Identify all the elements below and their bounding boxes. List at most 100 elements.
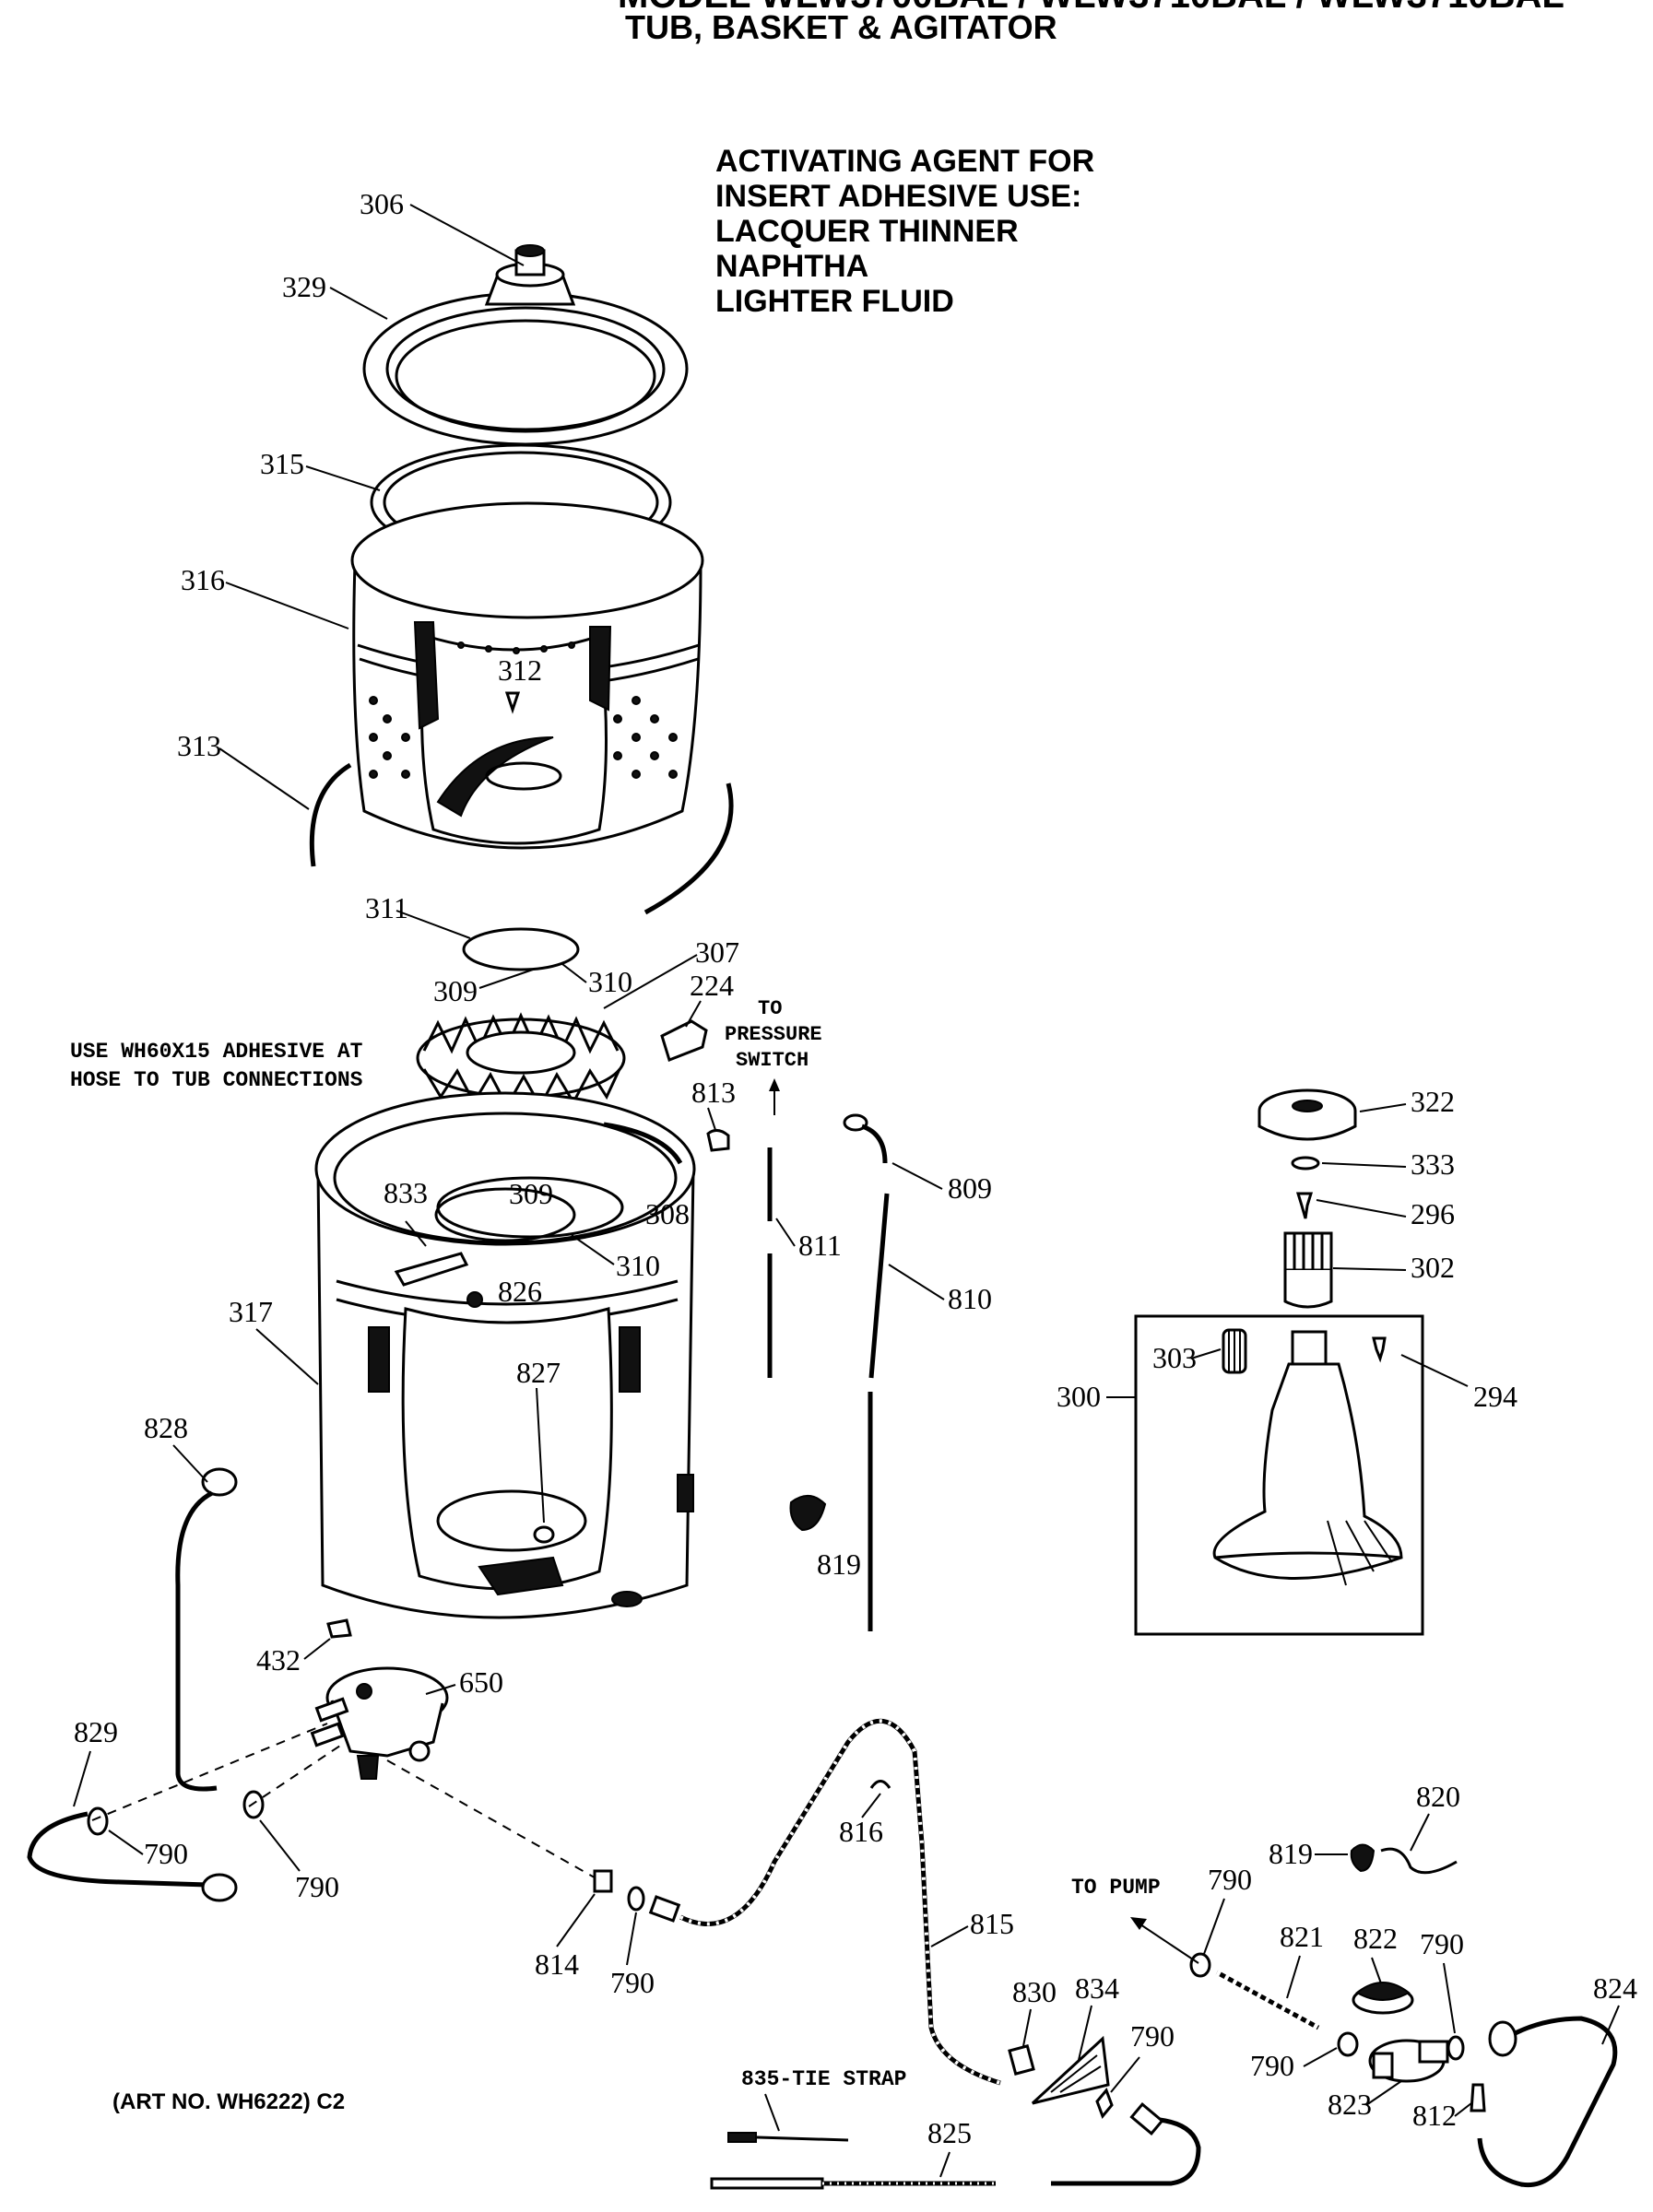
adhesive-note-1: USE WH60X15 ADHESIVE AT	[70, 1040, 363, 1064]
grommet-813	[706, 1129, 730, 1152]
agitator-cap-322	[1257, 1088, 1357, 1141]
funnel-834	[1031, 2035, 1110, 2105]
label-822: 822	[1353, 1922, 1398, 1955]
seal-333	[1291, 1156, 1320, 1171]
note-line-4: NAPHTHA	[715, 249, 868, 284]
outer-tub-317	[314, 1091, 696, 1619]
label-813: 813	[691, 1076, 736, 1109]
agitator-300	[1212, 1330, 1403, 1586]
label-812: 812	[1412, 2099, 1457, 2132]
label-815: 815	[970, 1907, 1014, 1940]
label-432: 432	[256, 1643, 301, 1677]
label-311: 311	[365, 891, 408, 924]
label-829: 829	[74, 1715, 118, 1748]
to-pump-label: TO PUMP	[1071, 1876, 1161, 1900]
art-number: (ART NO. WH6222) C2	[112, 2089, 345, 2114]
label-820: 820	[1416, 1780, 1460, 1813]
label-315: 315	[260, 447, 304, 480]
fitting-814	[593, 1869, 613, 1893]
tube-810	[868, 1193, 890, 1631]
model-line: MODEL WLW3700BAL / WLW3710BAL / WLW3710B…	[618, 0, 1564, 16]
adhesive-note-2: HOSE TO TUB CONNECTIONS	[70, 1068, 363, 1092]
label-833: 833	[384, 1176, 428, 1209]
clamp-790-e	[1189, 1952, 1211, 1978]
label-823: 823	[1328, 2088, 1372, 2121]
label-300: 300	[1057, 1380, 1101, 1413]
cap-822	[1352, 1982, 1414, 2015]
valve-650	[310, 1666, 449, 1780]
label-819-center: 819	[817, 1547, 861, 1581]
hose-825	[710, 2101, 1201, 2190]
fitting-830	[1008, 2044, 1035, 2076]
label-809: 809	[948, 1171, 992, 1205]
agitator-box	[1134, 1314, 1424, 1636]
tie-strap-label: 835-TIE STRAP	[741, 2067, 906, 2091]
plug-826	[466, 1291, 483, 1308]
label-790-b: 790	[295, 1870, 339, 1903]
pressure-note-1: TO	[758, 997, 782, 1020]
part-224	[660, 1019, 708, 1062]
label-650: 650	[459, 1665, 503, 1699]
clip-816	[869, 1780, 891, 1789]
label-790-f: 790	[1420, 1927, 1464, 1960]
tube-809	[843, 1113, 888, 1164]
note-line-3: LACQUER THINNER	[715, 214, 1019, 249]
label-790-a: 790	[144, 1837, 188, 1870]
label-310-lower: 310	[616, 1249, 660, 1282]
fitting-823	[1368, 2039, 1449, 2083]
part-303	[1222, 1328, 1247, 1374]
part-432	[326, 1618, 352, 1639]
activating-agent-note: ACTIVATING AGENT FOR INSERT ADHESIVE USE…	[715, 144, 1094, 319]
note-line-5: LIGHTER FLUID	[715, 284, 954, 319]
label-828: 828	[144, 1411, 188, 1444]
label-826: 826	[498, 1275, 542, 1308]
label-224: 224	[690, 969, 734, 1002]
label-790-c: 790	[610, 1966, 655, 1999]
wash-basket	[350, 501, 704, 850]
label-302: 302	[1411, 1251, 1455, 1284]
label-834: 834	[1075, 1971, 1119, 2005]
label-322: 322	[1411, 1085, 1455, 1118]
label-824: 824	[1593, 1971, 1637, 2005]
pressure-note-3: SWITCH	[736, 1049, 809, 1072]
basket-strip	[309, 762, 734, 915]
label-309-top: 309	[433, 974, 478, 1007]
dash-line-2	[248, 1743, 344, 1807]
label-309-lower: 309	[509, 1177, 553, 1210]
label-316: 316	[181, 563, 225, 596]
note-line-1: ACTIVATING AGENT FOR	[715, 144, 1094, 179]
label-827: 827	[516, 1356, 561, 1389]
plug-812	[1470, 2083, 1486, 2112]
label-306: 306	[360, 187, 404, 220]
drain-hose-815	[648, 1718, 1001, 2086]
clamp-790-a	[87, 1806, 109, 1836]
label-790-e: 790	[1208, 1863, 1252, 1896]
page-title: TUB, BASKET & AGITATOR	[625, 8, 1057, 46]
clamp-308	[436, 1176, 624, 1239]
label-825: 825	[927, 2116, 972, 2149]
fitting-833	[394, 1252, 469, 1287]
grommet-819	[789, 1495, 827, 1532]
hub-seal-307	[416, 1012, 626, 1110]
clamp-790-g	[1337, 2031, 1359, 2057]
label-294: 294	[1473, 1380, 1517, 1413]
clamp-790-b	[242, 1790, 265, 1819]
label-811: 811	[798, 1229, 842, 1262]
label-790-d: 790	[1130, 2019, 1175, 2053]
label-333: 333	[1411, 1147, 1455, 1181]
label-312: 312	[498, 653, 542, 687]
clamp-790-d	[1095, 2088, 1114, 2119]
hose-828	[175, 1467, 238, 1792]
basket-perforations	[369, 641, 678, 779]
label-814: 814	[535, 1947, 579, 1981]
label-317: 317	[229, 1295, 273, 1328]
label-790-g: 790	[1250, 2049, 1294, 2082]
clip-820	[1380, 1847, 1458, 1875]
label-296: 296	[1411, 1197, 1455, 1230]
label-307: 307	[695, 935, 739, 969]
hose-824	[1477, 2016, 1618, 2188]
label-816: 816	[839, 1815, 883, 1848]
to-pump-arrow	[1137, 1922, 1199, 1964]
